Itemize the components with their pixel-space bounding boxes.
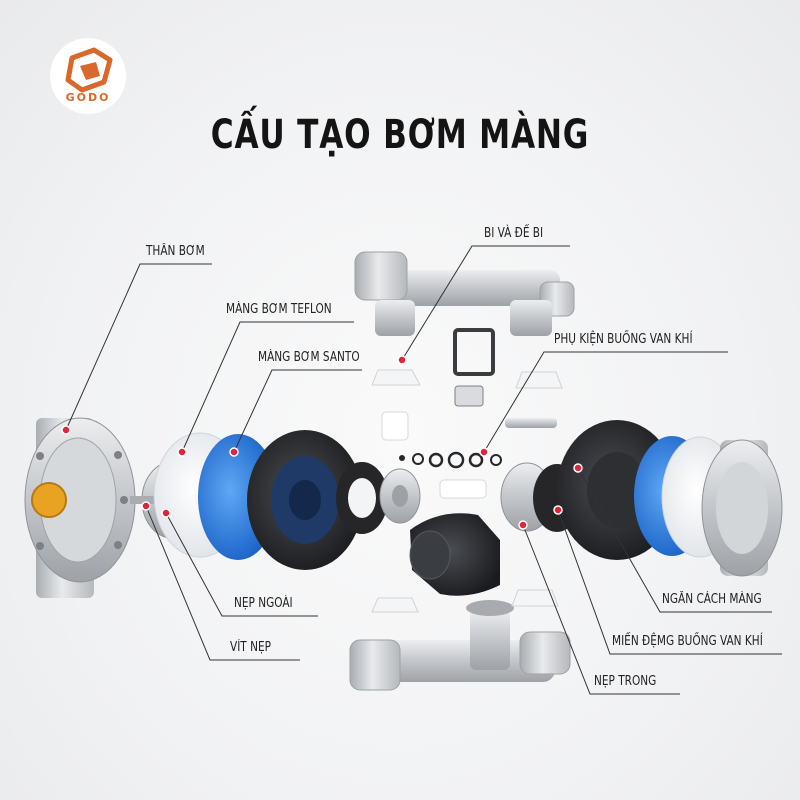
center-air-valve-housing (409, 513, 500, 596)
label-nep-ngoai: NẸP NGOÀI (234, 596, 293, 611)
left-pump-body (24, 417, 136, 598)
left-inner-plate (379, 468, 421, 524)
label-than-bom: THÂN BƠM (146, 244, 205, 259)
label-nep-trong: NẸP TRONG (594, 674, 657, 689)
godo-logo (50, 38, 126, 114)
left-gasket (336, 462, 388, 534)
leader-lines (65, 245, 782, 695)
right-pump-body (701, 439, 783, 577)
label-mien-dem-buong-van-khi: MIẾN ĐỆMG BUỒNG VAN KHÍ (612, 634, 763, 649)
label-mang-bom-santo: MÀNG BƠM SANTO (258, 350, 360, 365)
label-phu-kien-buong-van-khi: PHỤ KIỆN BUỒNG VAN KHÍ (554, 332, 693, 347)
marker-dots (61, 355, 583, 530)
label-bi-va-de-bi: BI VÀ ĐẾ BI (484, 226, 544, 241)
bottom-manifold (349, 600, 571, 691)
diagram-title: CẤU TẠO BƠM MÀNG (210, 112, 590, 158)
brand-name: GODO (65, 91, 111, 104)
label-ngan-cach-mang: NGĂN CÁCH MÀNG (662, 592, 762, 607)
left-air-chamber-cover (247, 430, 363, 570)
label-mang-bom-teflon: MÀNG BƠM TEFLON (226, 302, 332, 317)
label-vit-nep: VÍT NẸP (230, 640, 271, 655)
top-manifold (354, 251, 575, 336)
check-balls-and-seats (371, 369, 563, 613)
valve-accessories (381, 328, 557, 499)
